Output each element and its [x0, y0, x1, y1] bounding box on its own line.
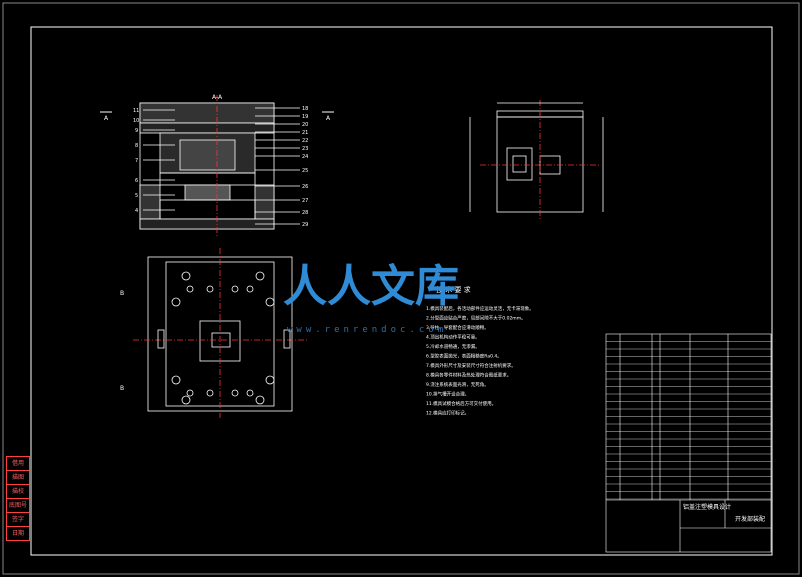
side-stamp-cell: 签字 [6, 512, 30, 526]
unit-name: 开发部装配 [735, 515, 765, 523]
svg-text:21: 21 [302, 130, 308, 136]
plan-view [133, 248, 308, 418]
svg-text:24: 24 [302, 154, 308, 160]
tech-requirement-line: 10.排气槽开设合理。 [426, 391, 469, 398]
svg-text:26: 26 [302, 184, 308, 190]
side-stamp-cell: 描图 [6, 470, 30, 484]
svg-text:7: 7 [135, 158, 138, 164]
bom-table [605, 333, 772, 553]
svg-text:6: 6 [135, 178, 138, 184]
tech-requirement-line: 3.导柱、导套配合应滑动顺畅。 [426, 324, 489, 331]
section-view [139, 95, 300, 236]
tech-requirement-line: 4.顶出机构动作平稳可靠。 [426, 334, 480, 341]
svg-text:27: 27 [302, 198, 308, 204]
side-stamp-cell: 借用 [6, 456, 30, 470]
side-stamp-cell: 描校 [6, 484, 30, 498]
tech-requirement-line: 6.型腔表面抛光，表面粗糙度Ra0.4。 [426, 353, 502, 360]
part-numbers-right: 18 19 20 21 22 23 24 25 26 27 28 29 [302, 106, 308, 228]
tech-requirement-line: 8.模具各零件材料及热处理符合图纸要求。 [426, 372, 511, 379]
svg-text:29: 29 [302, 222, 308, 228]
side-stamp-cell: 底图号 [6, 498, 30, 512]
view-marker-left: A [104, 115, 109, 122]
svg-text:22: 22 [302, 138, 308, 144]
svg-text:25: 25 [302, 168, 308, 174]
tech-requirement-line: 2.分型面应贴合严密，局部间隙不大于0.02mm。 [426, 315, 526, 322]
view-marker-right: A [326, 115, 331, 122]
tech-requirement-line: 5.冷却水道畅通，无渗漏。 [426, 343, 480, 350]
svg-text:10: 10 [133, 118, 139, 124]
svg-text:19: 19 [302, 114, 308, 120]
tech-requirements-title: 技 术 要 求 [436, 285, 471, 294]
svg-text:11: 11 [133, 108, 139, 114]
tech-requirement-line: 12.模具应打印标记。 [426, 410, 469, 417]
side-stamp-cell: 日期 [6, 526, 30, 541]
svg-text:4: 4 [135, 208, 138, 214]
cut-marker-b-left: B [120, 290, 124, 297]
part-view [469, 100, 604, 220]
cut-marker-b-left2: B [120, 385, 124, 392]
tech-requirement-line: 11.模具试模合格后方可交付使用。 [426, 400, 496, 407]
svg-text:9: 9 [135, 128, 138, 134]
watermark-url: www.renrendoc.com [287, 325, 448, 335]
section-label: A-A [212, 94, 223, 101]
svg-text:23: 23 [302, 146, 308, 152]
sheet-inner-border [30, 26, 773, 556]
watermark-logo: 人人文库 [283, 258, 523, 312]
bom-rows [606, 341, 771, 500]
svg-text:18: 18 [302, 106, 308, 112]
tech-requirement-line: 7.模具外形尺寸及安装尺寸符合注射机要求。 [426, 362, 516, 369]
svg-text:20: 20 [302, 122, 308, 128]
tech-requirements-list: 1.模具装配后，各活动部件应运动灵活，无卡滞现象。 2.分型面应贴合严密，局部间隙… [426, 305, 534, 417]
svg-text:8: 8 [135, 143, 138, 149]
side-stamp: 借用 描图 描校 底图号 签字 日期 [6, 456, 30, 541]
svg-text:5: 5 [135, 193, 138, 199]
tech-requirement-line: 9.浇注系统表面光滑，无死角。 [426, 381, 489, 388]
drawing-name: 铝盖注塑模具设计 [683, 503, 731, 511]
svg-text:28: 28 [302, 210, 308, 216]
part-numbers-left: 11 10 9 8 7 6 5 4 [133, 108, 139, 214]
tech-requirement-line: 1.模具装配后，各活动部件应运动灵活，无卡滞现象。 [426, 305, 534, 312]
watermark-brand: 人人文库 [283, 261, 459, 312]
